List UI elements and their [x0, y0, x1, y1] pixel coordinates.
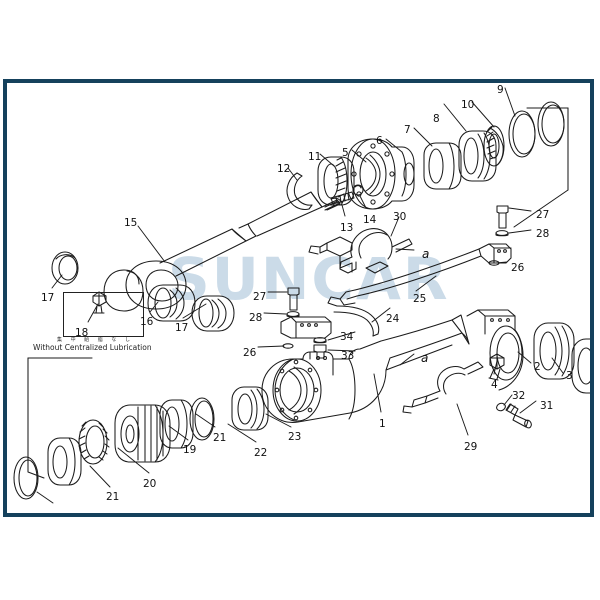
part-17-seal-right: [191, 295, 235, 332]
part-17-seal-left: [51, 251, 79, 285]
callout-11: 11: [308, 151, 322, 163]
part-26-washer-center: [282, 343, 294, 349]
callout-3: 3: [566, 370, 573, 382]
callout-10: 10: [461, 99, 475, 111]
part-right-head: [466, 309, 524, 391]
callout-2: 2: [534, 361, 541, 373]
part-22-oring: [189, 397, 215, 441]
part-32-washer: [496, 402, 506, 412]
part-14-ball: [352, 184, 364, 196]
part-13-pin: [330, 191, 355, 205]
part-19-piston-rings: [114, 404, 171, 463]
part-1-cylinder-tube: [261, 314, 470, 423]
callout-31: 31: [540, 400, 554, 412]
part-27-bolt-center: [287, 287, 300, 311]
part-21-backup-ring-lower: [47, 437, 82, 486]
note-box: [63, 292, 144, 337]
part-8-wiper-seal: [483, 125, 505, 167]
callout-25: 25: [413, 293, 427, 305]
callout-5: 5: [342, 147, 349, 159]
part-5-gland-head: [347, 138, 415, 210]
callout-28: 28: [249, 312, 263, 324]
part-4-grease-nipple: [488, 353, 505, 381]
part-3-seal-ring: [571, 338, 590, 394]
callout-30: 30: [393, 211, 407, 223]
callout-7: 7: [404, 124, 411, 136]
part-34-washer: [313, 337, 327, 344]
callout-28: 28: [536, 228, 550, 240]
callout-29: 29: [464, 441, 478, 453]
callout-27: 27: [253, 291, 267, 303]
callout-19: 19: [183, 444, 197, 456]
callout-21: 21: [106, 491, 120, 503]
part-12-snap-ring: [286, 172, 313, 210]
callout-6: 6: [376, 135, 383, 147]
center-mount-bracket: [280, 316, 332, 339]
part-28-washer-center: [286, 311, 300, 318]
note-en-text: Without Centralized Lubrication: [33, 343, 152, 352]
callout-8: 8: [433, 113, 440, 125]
part-20-bearing-cage: [78, 419, 110, 465]
part-16-bushing: [147, 284, 196, 322]
callout-20: 20: [143, 478, 157, 490]
callout-16: 16: [140, 316, 154, 328]
part-27-bolt-upper-right: [496, 205, 509, 229]
callout-26: 26: [243, 347, 257, 359]
callout-26: 26: [511, 262, 525, 274]
part-28-washer-upper-right: [495, 230, 509, 237]
callout-23: 23: [288, 431, 302, 443]
part-21-backup-ring-upper: [159, 399, 194, 449]
part-24-hose: [333, 305, 380, 337]
part-9-oring: [537, 101, 565, 147]
part-2-seal-ring: [533, 322, 575, 380]
callout-22: 22: [254, 447, 268, 459]
callout-9: 9: [497, 84, 504, 96]
callout-1: 1: [379, 418, 386, 430]
part-7-bearing-ring: [458, 130, 497, 182]
callout-4: 4: [491, 379, 498, 391]
part-6-spacer-ring: [423, 142, 462, 190]
part-29-clamp-bracket: [402, 361, 484, 414]
callout-18: 18: [75, 327, 89, 339]
note-jp-text: 集 中 給 脂 な し: [57, 337, 134, 343]
callout-27: 27: [536, 209, 550, 221]
callout-24: 24: [386, 313, 400, 325]
marker-a: a: [422, 247, 430, 261]
callout-12: 12: [277, 163, 291, 175]
suncar-watermark: SUNCAR: [168, 245, 450, 313]
callout-13: 13: [340, 222, 354, 234]
bracket-guide-line-upper: [513, 107, 569, 228]
marker-a: a: [421, 351, 429, 365]
part-30-tube-clamp: [308, 228, 413, 274]
part-oring-bottom-left: [13, 456, 39, 500]
callout-15: 15: [124, 217, 138, 229]
part-31-bolt: [505, 403, 532, 429]
part-15-rod-assembly: [103, 191, 343, 312]
part-23-bushing: [231, 386, 269, 431]
leader-lines: [36, 87, 564, 504]
note-bracket-guide: [27, 357, 93, 479]
callout-21: 21: [213, 432, 227, 444]
callout-32: 32: [512, 390, 526, 402]
part-10-oring: [508, 110, 536, 158]
callout-14: 14: [363, 214, 377, 226]
callout-17: 17: [175, 322, 189, 334]
callout-34: 34: [340, 331, 354, 343]
callout-17: 17: [41, 292, 55, 304]
callout-33: 33: [341, 350, 355, 362]
part-25-lubrication-tube: [327, 243, 512, 307]
